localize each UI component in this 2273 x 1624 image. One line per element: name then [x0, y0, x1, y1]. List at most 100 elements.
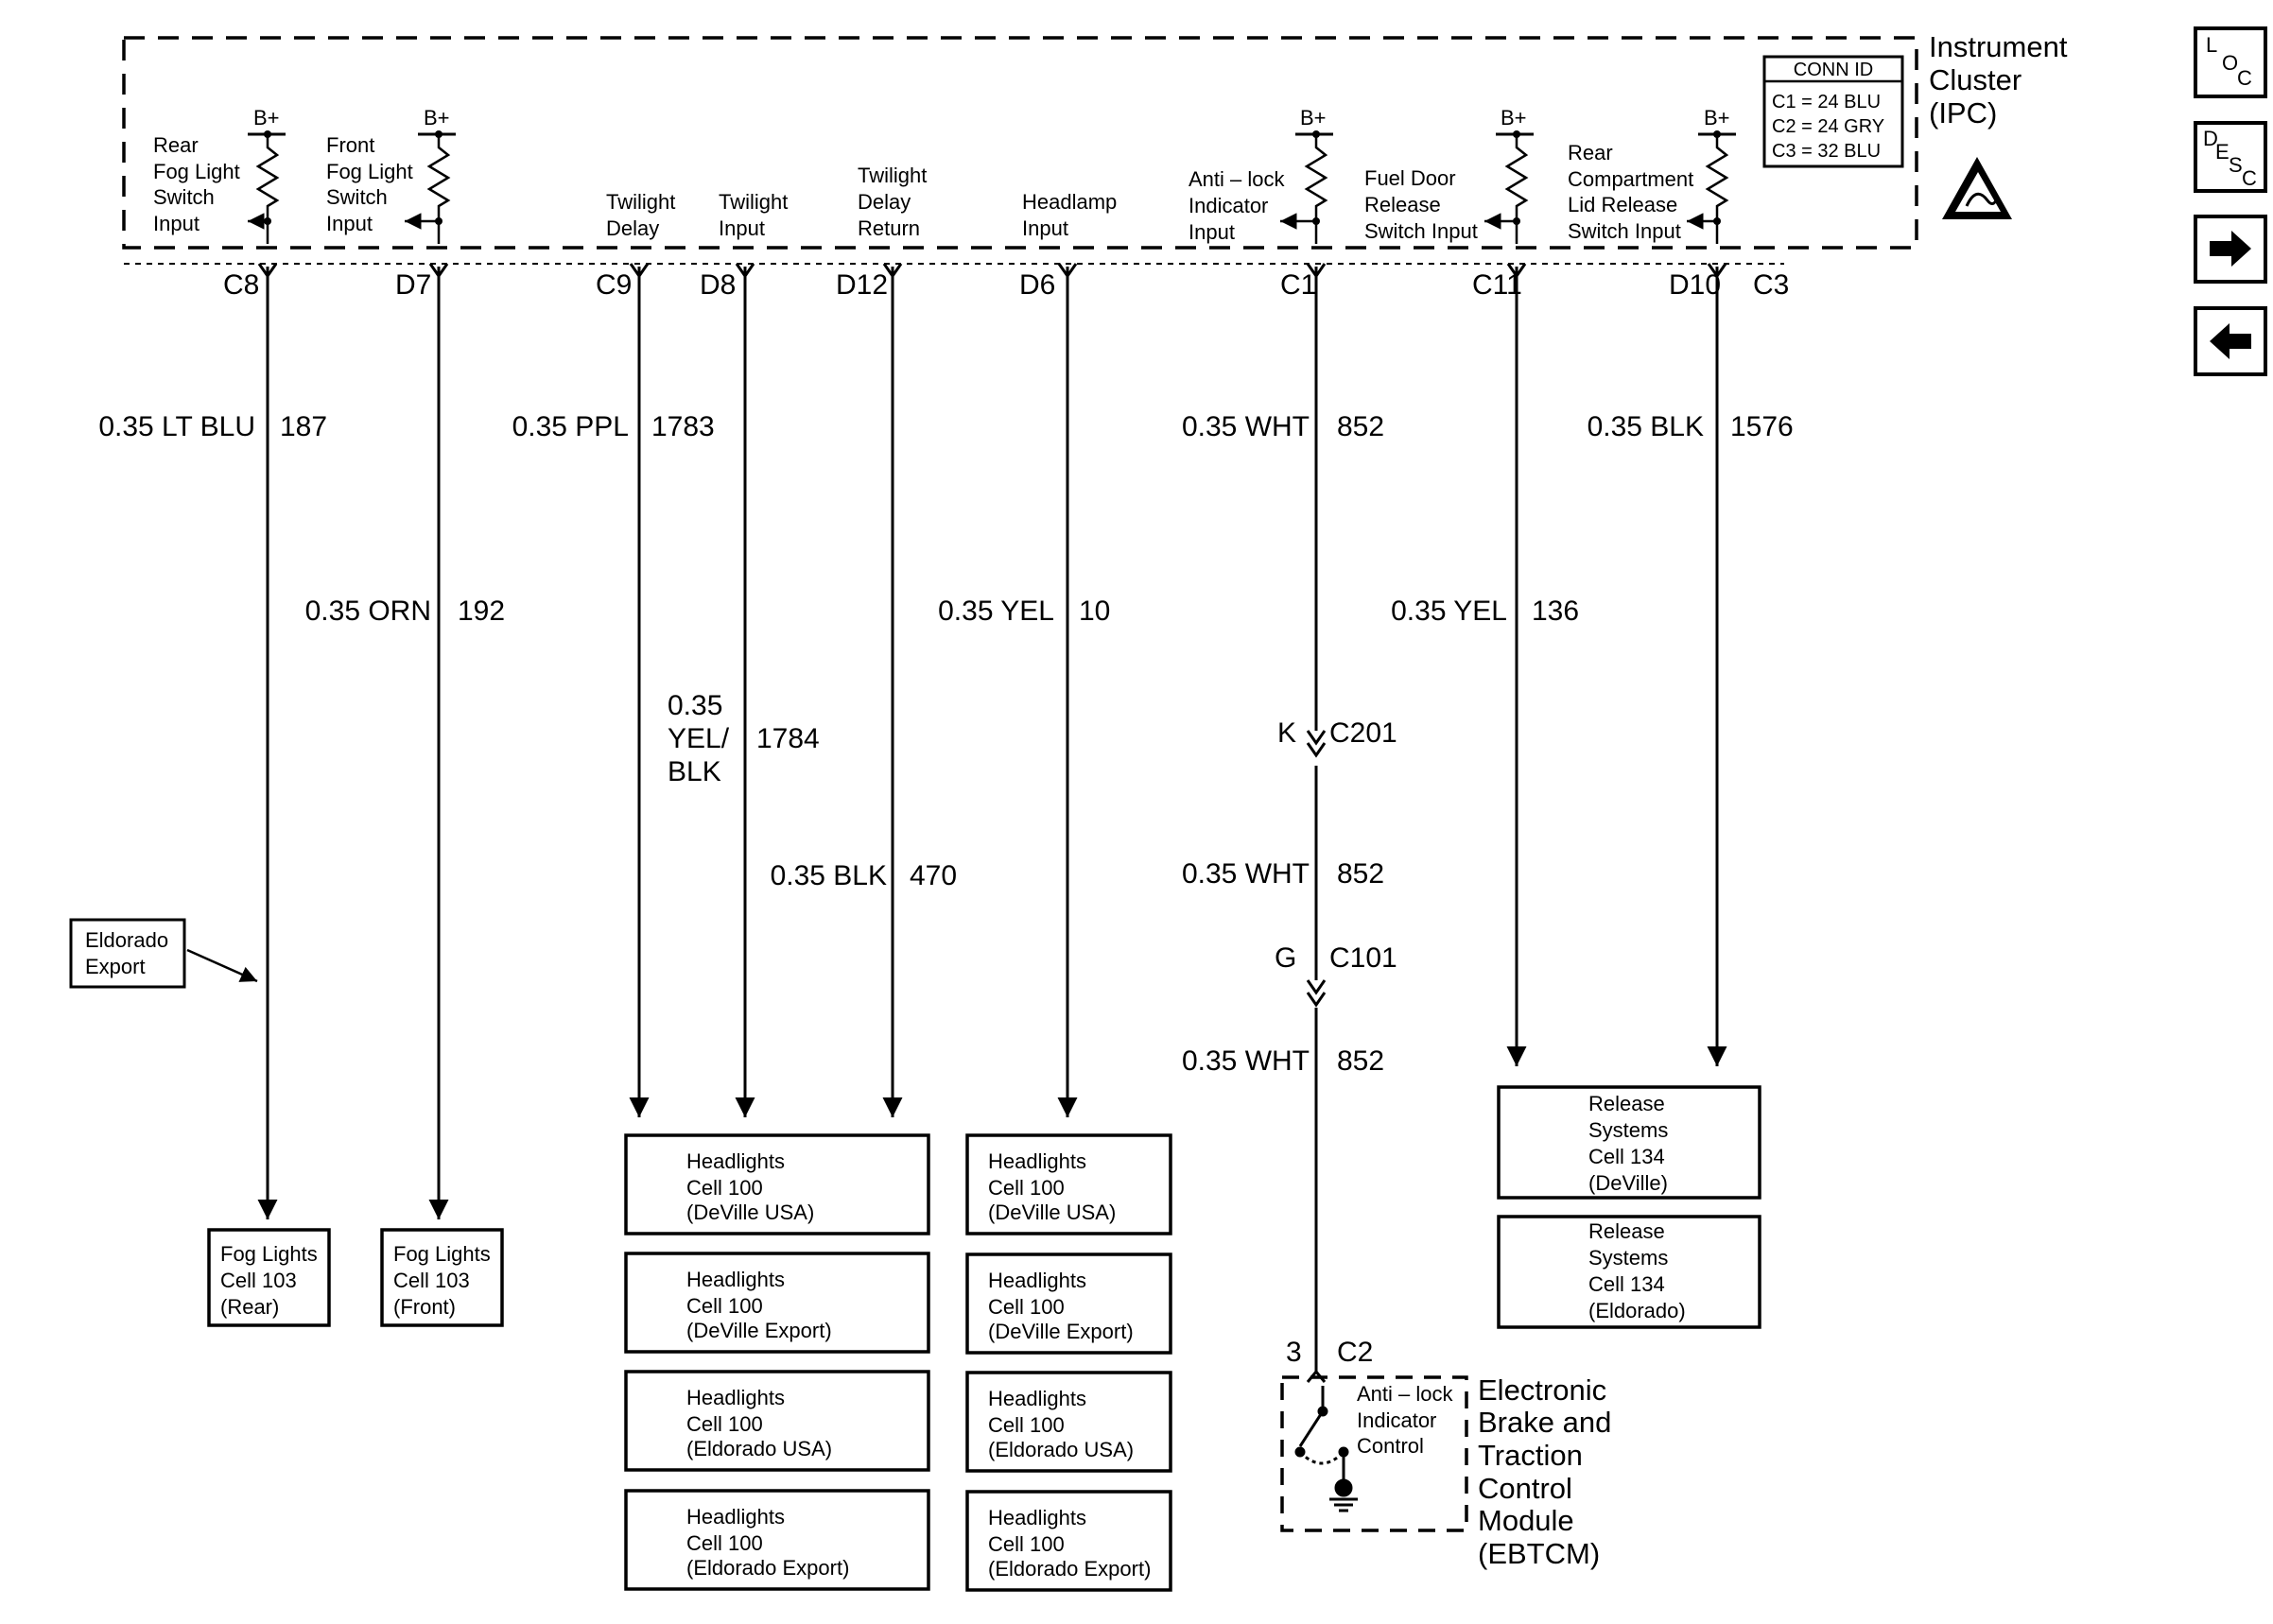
svg-text:Fog Lights Cell 103: Fog Lights Cell 103 (Rear) — [220, 1242, 323, 1319]
bplus-label: B+ — [253, 106, 280, 130]
fog-lights-rear-box[interactable]: Fog Lights Cell 103 (Rear) — [207, 1228, 331, 1327]
fog-light-boxes: Fog Lights Cell 103 (Rear) Fog Lights Ce… — [207, 1228, 504, 1327]
c201-pin-label: K — [1277, 717, 1296, 749]
pin-c8: C8 — [223, 269, 259, 301]
c101-name: C101 — [1329, 942, 1397, 974]
pin-d12: D12 — [836, 269, 888, 301]
label-fuel-door-input: Fuel Door Release Switch Input — [1364, 166, 1478, 243]
ebtcm-component: 3 C2 Anti – lock Indicator Control Elect… — [1280, 1337, 1620, 1570]
svg-text:C: C — [2237, 66, 2252, 90]
bplus-label: B+ — [1501, 106, 1527, 130]
wire-1784-circuit: 1784 — [756, 723, 820, 754]
inline-connectors — [1306, 730, 1327, 1008]
pin-d8: D8 — [700, 269, 736, 301]
wire-labels: 0.35 LT BLU 187 0.35 ORN 192 0.35 PPL 17… — [98, 411, 1793, 1077]
resistor-icon: B+ — [1484, 106, 1534, 244]
wires — [257, 263, 1727, 1372]
c101-pin-label: G — [1275, 942, 1296, 974]
svg-text:O: O — [2222, 51, 2238, 75]
pin-c1: C1 — [1280, 269, 1316, 301]
wire-852-circuit: 852 — [1337, 411, 1384, 442]
arrow-left-icon — [2210, 323, 2251, 359]
conn-id-row: C3 = 32 BLU — [1772, 141, 1881, 162]
desc-button[interactable]: D E S C — [2194, 121, 2267, 193]
ipc-title: Instrument Cluster (IPC) — [1929, 30, 2075, 130]
wire-1783-gauge: 0.35 PPL — [512, 411, 629, 442]
pin-c3: C3 — [1753, 269, 1789, 301]
antilock-indicator-control-label: Anti – lock Indicator Control — [1357, 1382, 1459, 1458]
wire-136-circuit: 136 — [1532, 596, 1579, 627]
wire-136-gauge: 0.35 YEL — [1391, 596, 1507, 627]
wire-1783-circuit: 1783 — [651, 411, 715, 442]
forward-button[interactable] — [2194, 215, 2267, 284]
svg-text:D: D — [2203, 127, 2218, 150]
label-rear-fog-input: Rear Fog Light Switch Input — [153, 133, 246, 235]
nav-buttons: L O C D E S C — [2194, 26, 2267, 376]
wire-187-gauge: 0.35 LT BLU — [98, 411, 255, 442]
connector-c201-icon — [1306, 730, 1327, 746]
c201-name: C201 — [1329, 717, 1397, 749]
ipc-input-labels: Rear Fog Light Switch Input Front Fog Li… — [153, 133, 1699, 244]
label-rear-compartment-input: Rear Compartment Lid Release Switch Inpu… — [1568, 141, 1699, 243]
wire-852-gauge: 0.35 WHT — [1182, 858, 1310, 890]
switch-icon — [1294, 1386, 1349, 1492]
conn-id-header: CONN ID — [1794, 60, 1873, 80]
label-antilock-input: Anti – lock Indicator Input — [1189, 167, 1291, 244]
pin-d10: D10 — [1669, 269, 1721, 301]
connector-c101-icon — [1306, 979, 1327, 995]
loc-button[interactable]: L O C — [2194, 26, 2267, 98]
fog-lights-front-box[interactable]: Fog Lights Cell 103 (Front) — [380, 1228, 504, 1327]
wire-852-circuit: 852 — [1337, 1045, 1384, 1077]
svg-text:L: L — [2206, 33, 2217, 57]
pin-labels: C8 D7 C9 D8 D12 D6 C1 C11 D10 C3 — [223, 269, 1789, 301]
c2-name: C2 — [1337, 1337, 1373, 1368]
c2-pin-label: 3 — [1286, 1337, 1302, 1368]
wire-852-gauge: 0.35 WHT — [1182, 411, 1310, 442]
ipc-component: Instrument Cluster (IPC) CONN ID C1 = 24… — [122, 30, 2075, 265]
wire-470-circuit: 470 — [910, 860, 957, 891]
ebtcm-title: Electronic Brake and Traction Control Mo… — [1478, 1373, 1620, 1570]
bplus-label: B+ — [1300, 106, 1327, 130]
label-front-fog-input: Front Fog Light Switch Input — [326, 133, 419, 235]
label-headlamp-input: Headlamp Input — [1022, 190, 1122, 240]
wire-1784-gauge: 0.35 YEL/ BLK — [668, 690, 737, 787]
eldorado-export-label: Eldorado Export — [85, 928, 174, 978]
pin-d7: D7 — [395, 269, 431, 301]
eldorado-export-callout: Eldorado Export — [69, 918, 258, 989]
resistor-icon: B+ — [1687, 106, 1736, 244]
pin-c11: C11 — [1472, 269, 1522, 301]
svg-text:Fog Lights Cell 103: Fog Lights Cell 103 (Front) — [393, 1242, 496, 1319]
arrow-right-icon — [2210, 231, 2251, 267]
pin-c9: C9 — [596, 269, 632, 301]
ground-icon — [1329, 1478, 1358, 1512]
wire-852-circuit: 852 — [1337, 858, 1384, 890]
wire-470-gauge: 0.35 BLK — [771, 860, 887, 891]
back-button[interactable] — [2194, 306, 2267, 376]
svg-text:E: E — [2215, 140, 2230, 164]
resistor-icon: B+ — [248, 106, 286, 244]
wire-10-gauge: 0.35 YEL — [938, 596, 1054, 627]
